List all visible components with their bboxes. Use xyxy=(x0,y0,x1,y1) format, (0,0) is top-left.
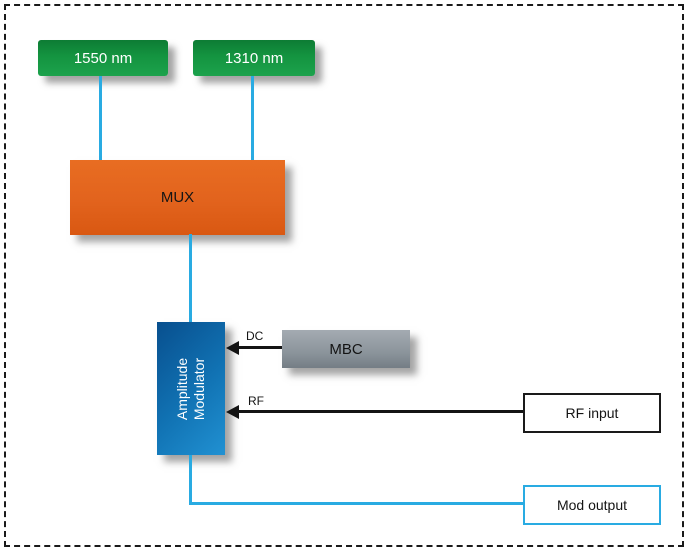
amplitude-modulator-box: Amplitude Modulator xyxy=(157,322,225,455)
dashed-border-frame xyxy=(4,4,684,547)
amplitude-modulator-label: Amplitude Modulator xyxy=(157,322,225,455)
fiber-modulator-down xyxy=(189,455,192,505)
rf-wire xyxy=(238,410,523,413)
fiber-mux-to-modulator xyxy=(189,234,192,324)
mbc-label: MBC xyxy=(329,340,363,358)
mod-output-label: Mod output xyxy=(556,497,628,513)
amplitude-modulator-label-line2: Modulator xyxy=(191,357,207,420)
rf-input-box: RF input xyxy=(523,393,661,433)
rf-signal-label: RF xyxy=(248,394,264,408)
mbc-box: MBC xyxy=(282,330,410,368)
dc-signal-label: DC xyxy=(246,329,264,343)
laser-source-1310-box: 1310 nm xyxy=(193,40,315,76)
dc-arrowhead-icon xyxy=(226,341,239,355)
laser-source-1310-label: 1310 nm xyxy=(224,49,284,67)
fiber-to-mod-output xyxy=(189,502,523,505)
dc-wire xyxy=(238,346,282,349)
mux-box: MUX xyxy=(70,160,285,235)
rf-arrowhead-icon xyxy=(226,405,239,419)
mod-output-box: Mod output xyxy=(523,485,661,525)
mux-label: MUX xyxy=(160,189,195,206)
laser-source-1550-box: 1550 nm xyxy=(38,40,168,76)
laser-source-1550-label: 1550 nm xyxy=(73,49,133,67)
fiber-1550-to-mux xyxy=(99,76,102,162)
rf-input-label: RF input xyxy=(565,405,619,421)
amplitude-modulator-label-line1: Amplitude xyxy=(173,357,190,420)
fiber-1310-to-mux xyxy=(251,76,254,162)
